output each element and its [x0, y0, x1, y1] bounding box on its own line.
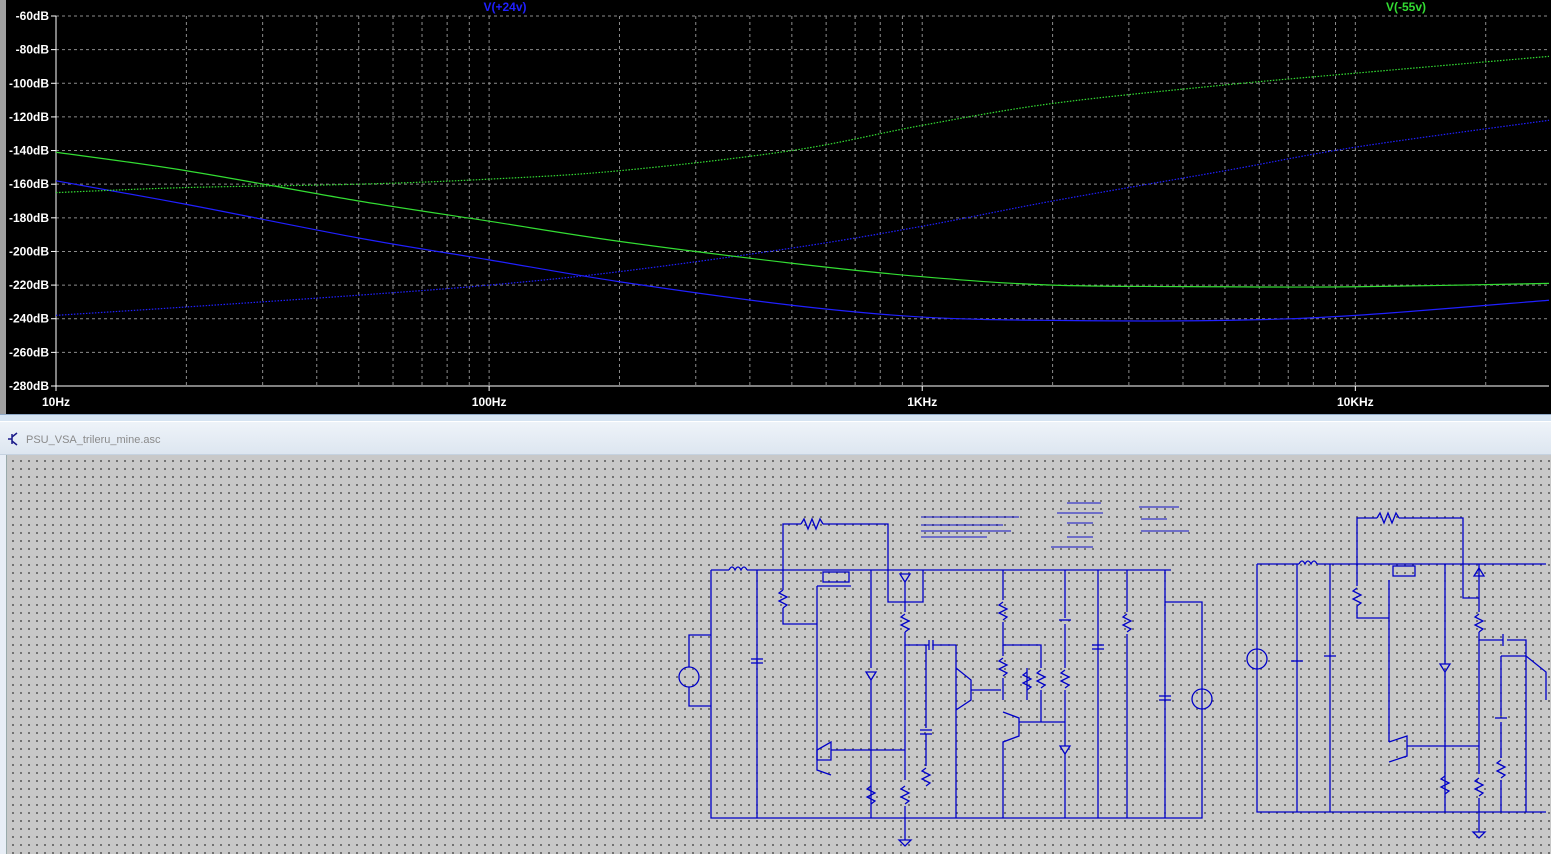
- voltage-source-icon[interactable]: [678, 666, 700, 688]
- trace-magnitude-2: [55, 151, 1550, 288]
- waveform-viewer[interactable]: -60dB -80dB -100dB -120dB -140dB -160dB -180dB…: [0, 0, 1551, 414]
- schematic-title: PSU_VSA_trileru_mine.asc: [26, 434, 161, 446]
- ground-icon-2: [1471, 831, 1487, 839]
- y-tick-label: -180dB: [9, 211, 49, 225]
- trace-magnitude-0: [55, 180, 1550, 322]
- x-axis: 10Hz 100Hz 1KHz 10KHz: [42, 386, 1374, 409]
- pane-splitter[interactable]: [0, 414, 1551, 422]
- schematic-annotations: [921, 502, 1189, 548]
- x-tick-label: 100Hz: [472, 395, 507, 409]
- x-tick-label: 1KHz: [907, 395, 937, 409]
- trace-phase-3: [55, 55, 1550, 194]
- schematic-canvas[interactable]: [6, 455, 1551, 854]
- trace-phase-1: [55, 119, 1550, 316]
- schematic-titlebar[interactable]: PSU_VSA_trileru_mine.asc: [0, 422, 1551, 455]
- y-axis: -60dB -80dB -100dB -120dB -140dB -160dB -180dB…: [9, 9, 56, 393]
- ltspice-schematic-icon: [8, 432, 18, 446]
- circuit-negative-supply: [1246, 511, 1547, 839]
- voltage-source-icon-2[interactable]: [1246, 648, 1268, 670]
- y-tick-label: -60dB: [16, 9, 50, 23]
- plot-pane-border: [0, 0, 6, 414]
- y-tick-label: -120dB: [9, 110, 49, 124]
- bode-plot[interactable]: -60dB -80dB -100dB -120dB -140dB -160dB -180dB…: [0, 0, 1551, 414]
- y-tick-label: -200dB: [9, 244, 49, 258]
- y-tick-label: -280dB: [9, 379, 49, 393]
- circuit-positive-supply: [678, 517, 1213, 847]
- y-tick-label: -220dB: [9, 278, 49, 292]
- ground-icon: [897, 839, 913, 847]
- schematic-drawing[interactable]: [7, 455, 1551, 854]
- current-source-icon[interactable]: [1191, 688, 1213, 710]
- plot-grid: [55, 15, 1549, 387]
- y-tick-label: -140dB: [9, 144, 49, 158]
- legend-trace-v-minus55[interactable]: V(-55v): [1386, 0, 1426, 14]
- schematic-window[interactable]: PSU_VSA_trileru_mine.asc: [0, 422, 1551, 854]
- y-tick-label: -80dB: [16, 43, 50, 57]
- legend-trace-v-plus24[interactable]: V(+24v): [483, 0, 526, 14]
- y-tick-label: -100dB: [9, 76, 49, 90]
- plot-traces: [55, 55, 1550, 322]
- y-tick-label: -240dB: [9, 312, 49, 326]
- mosfet-icon[interactable]: [822, 571, 850, 583]
- x-tick-label: 10Hz: [42, 395, 70, 409]
- y-tick-label: -260dB: [9, 345, 49, 359]
- y-tick-label: -160dB: [9, 177, 49, 191]
- x-tick-label: 10KHz: [1337, 395, 1374, 409]
